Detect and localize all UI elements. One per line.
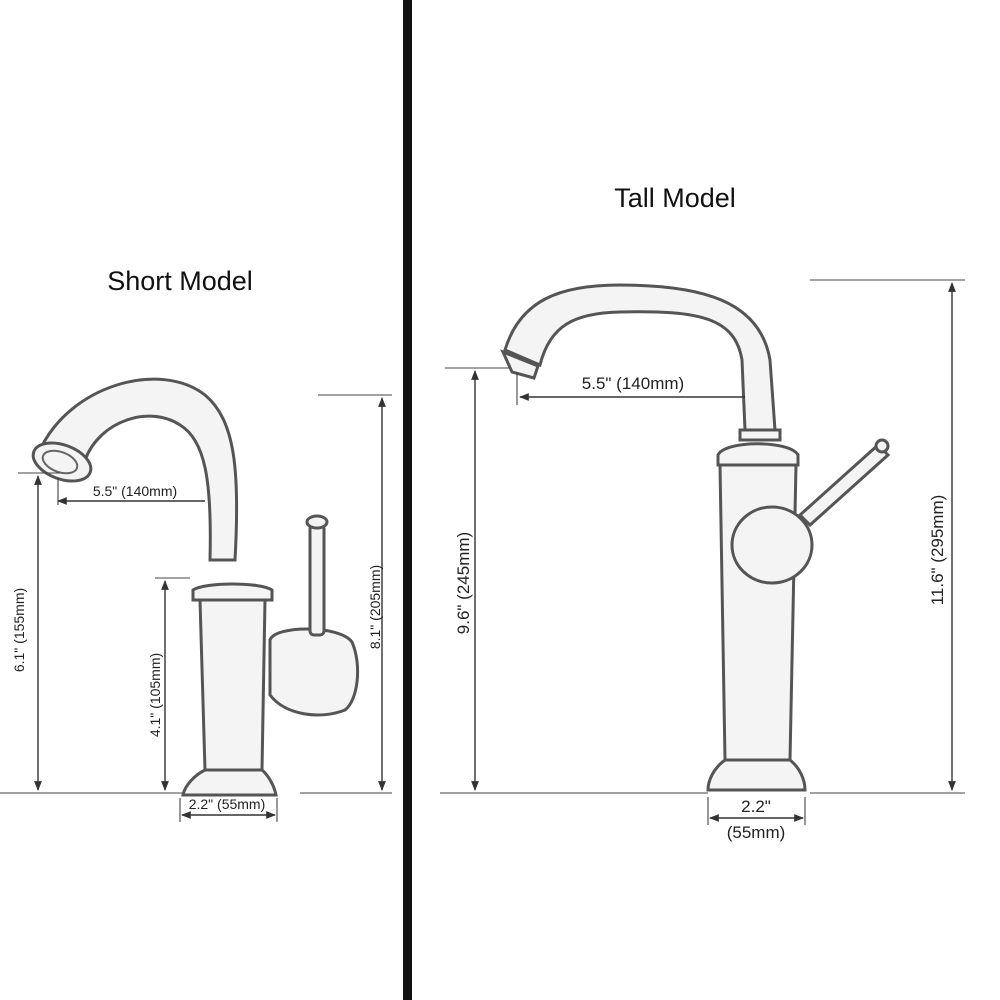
short-spout-reach-label: 5.5" (140mm): [93, 483, 177, 499]
short-faucet-illustration: [31, 377, 360, 797]
tall-base-width-inch-label: 2.2": [741, 797, 771, 816]
tall-total-height-label: 11.6" (295mm): [928, 495, 947, 606]
short-handle-height-label: 4.1" (105mm): [147, 653, 163, 737]
short-spout-height-label: 6.1" (155mm): [11, 588, 27, 672]
panel-divider: [403, 0, 412, 1000]
short-total-height-label: 8.1" (205mm): [367, 565, 383, 649]
short-base-width-label: 2.2" (55mm): [189, 796, 266, 812]
short-model-title: Short Model: [107, 266, 253, 296]
tall-model-panel: Tall Model: [440, 183, 965, 842]
tall-base-width-mm-label: (55mm): [727, 823, 786, 842]
tall-faucet-illustration: [500, 283, 891, 792]
tall-spout-reach-label: 5.5" (140mm): [582, 374, 684, 393]
tall-model-title: Tall Model: [614, 183, 736, 213]
short-model-panel: Short Model: [0, 266, 392, 822]
tall-spout-height-label: 9.6" (245mm): [454, 532, 473, 634]
